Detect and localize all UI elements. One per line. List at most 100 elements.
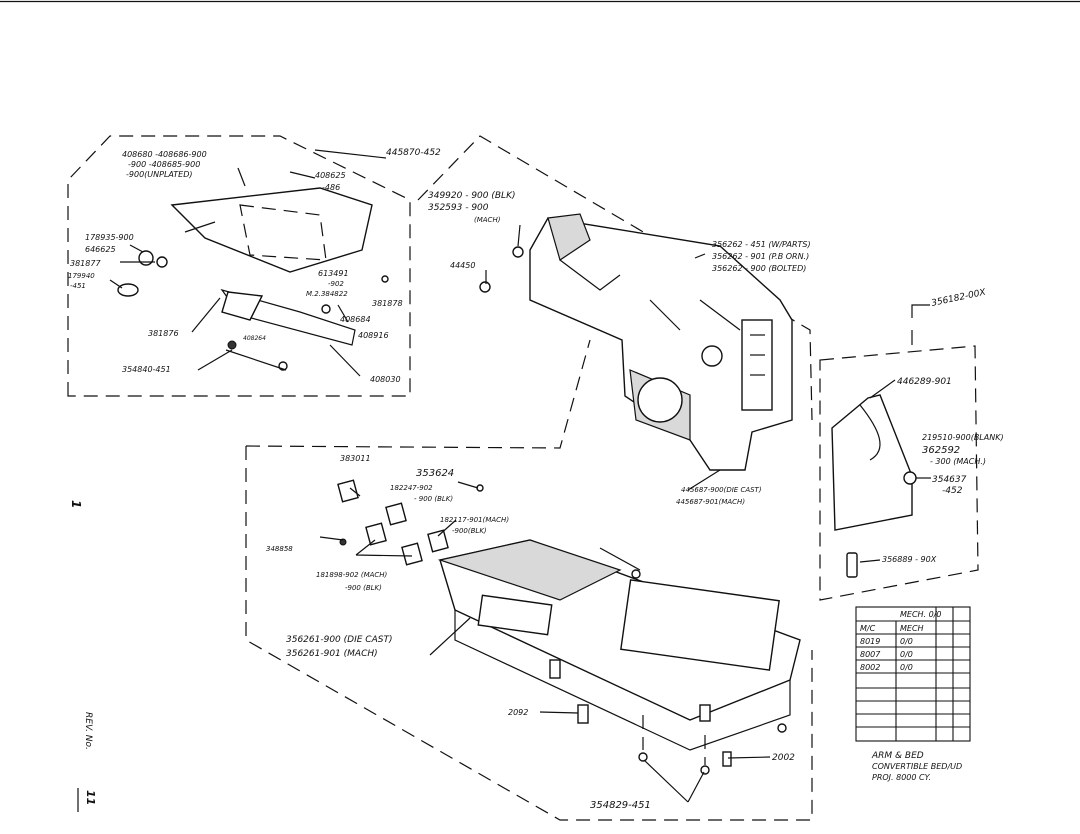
callout-354637: 354637 xyxy=(932,475,967,485)
callout-445687-901: 445687-901(MACH) xyxy=(676,498,745,506)
table-cell: 8002 xyxy=(860,663,880,672)
bed-assembly-boundary xyxy=(245,446,813,821)
callout-182117: 182117-901(MACH) xyxy=(440,516,509,524)
right-cover-boundary xyxy=(819,345,979,601)
callout-356262-451: 356262 - 451 (W/PARTS) xyxy=(712,240,811,249)
rev-label: REV. No. xyxy=(83,712,93,750)
callout-486: -486 xyxy=(322,183,340,192)
bracket-plate xyxy=(221,291,264,321)
callout-362592: 362592 xyxy=(922,445,960,456)
callout-356889: 356889 - 90X xyxy=(882,555,937,564)
callout-408684: 408684 xyxy=(340,315,371,324)
callout-179940: 179940 xyxy=(68,272,95,280)
callout-381877: 381877 xyxy=(70,259,101,268)
bed-top-connector xyxy=(245,339,591,449)
note-line-1: ARM & BED xyxy=(871,751,924,761)
callout-900-blk-b: -900(BLK) xyxy=(452,527,487,535)
top-cover-plate xyxy=(170,187,373,273)
arm-round-opening xyxy=(637,377,683,423)
note-line-3: PROJ. 8000 CY. xyxy=(872,773,931,782)
callout-408916: 408916 xyxy=(358,331,389,340)
top-left-assembly-boundary xyxy=(67,135,411,397)
callout-446289: 446289-901 xyxy=(897,377,952,387)
callout-356261-901: 356261-901 (MACH) xyxy=(286,649,378,659)
callout-356262-900: 356262 - 900 (BOLTED) xyxy=(712,264,806,273)
callout-452: -452 xyxy=(942,486,963,496)
latch-part xyxy=(117,283,139,297)
table-cell: 0/0 xyxy=(900,650,913,659)
callout-354829: 354829-451 xyxy=(590,800,651,811)
callout-300-mach: - 300 (MACH.) xyxy=(930,457,986,466)
foot-2092 xyxy=(577,704,589,724)
callout-445870: 445870-452 xyxy=(386,148,441,158)
bushing-parts xyxy=(337,479,641,579)
callout-353624: 353624 xyxy=(416,468,454,479)
drawing-note: ARM & BED CONVERTIBLE BED/UD PROJ. 8000 … xyxy=(871,751,962,782)
callout-352593: 352593 - 900 xyxy=(428,203,489,213)
callout-381876: 381876 xyxy=(148,329,179,338)
callout-408264: 408264 xyxy=(243,335,266,342)
table-cell: 0/0 xyxy=(900,637,913,646)
knob-part xyxy=(138,250,154,266)
callout-349920: 349920 - 900 (BLK) xyxy=(428,191,515,201)
callout-44450: 44450 xyxy=(450,261,475,270)
cover-clip xyxy=(846,552,858,578)
screw-2002 xyxy=(722,751,732,767)
callout-408625: 408625 xyxy=(315,171,346,180)
callout-178935: 178935-900 xyxy=(85,233,134,242)
callout-182247: 182247-902 xyxy=(390,484,433,492)
mech-table: MECH. 0/0 M/C MECH 8019 0/0 8007 0/0 800… xyxy=(855,606,971,742)
table-title: MECH. 0/0 xyxy=(900,610,942,619)
callout-900-blk-c: -900 (BLK) xyxy=(345,584,382,592)
arm-casting xyxy=(479,213,793,471)
callout-219510: 219510-900(BLANK) xyxy=(922,433,1004,442)
note-line-2: CONVERTIBLE BED/UD xyxy=(872,762,962,771)
callout-356182: 356182-00X xyxy=(931,287,988,308)
callout-unplated: -900(UNPLATED) xyxy=(126,170,193,179)
callout-646625: 646625 xyxy=(85,245,116,254)
callout-408030: 408030 xyxy=(370,375,401,384)
table-cell: 8007 xyxy=(860,650,881,659)
callout-613491: 613491 xyxy=(318,269,349,278)
page-number: 1 xyxy=(69,500,83,508)
callout-354840: 354840-451 xyxy=(122,365,171,374)
screw-348858 xyxy=(339,538,347,546)
leader-lines xyxy=(109,149,931,803)
callout-356262-901: 356262 - 901 (P.B ORN.) xyxy=(712,252,809,261)
callout-356261-900: 356261-900 (DIE CAST) xyxy=(286,635,392,645)
left-margin: 1 REV. No. 11 xyxy=(69,500,97,812)
callout-900-408685: -900 -408685-900 xyxy=(128,160,200,169)
washer-44450 xyxy=(479,281,491,293)
screw-1 xyxy=(227,340,237,350)
bushing-383011 xyxy=(337,479,359,503)
callout-m2-384822: M.2.384822 xyxy=(306,290,348,298)
callout-labels: 408680 -408686-900 -900 -408685-900 -900… xyxy=(68,148,1004,811)
callout-348858: 348858 xyxy=(266,545,293,553)
callout-2002: 2002 xyxy=(772,753,795,763)
callout-383011: 383011 xyxy=(340,454,371,463)
bed-opening xyxy=(620,579,780,671)
callout-902: -902 xyxy=(328,280,344,288)
bed-casting xyxy=(437,539,801,751)
callout-381878: 381878 xyxy=(372,299,403,308)
table-cell: 8019 xyxy=(860,637,880,646)
table-header-mech: MECH xyxy=(900,624,924,633)
callout-900-blk-a: - 900 (BLK) xyxy=(414,495,453,503)
bottom-screws xyxy=(638,715,787,775)
arm-boss xyxy=(701,345,723,367)
center-arm-boundary xyxy=(417,135,813,421)
callout-451: -451 xyxy=(70,282,86,290)
rev-number: 11 xyxy=(84,790,97,805)
side-cover-assembly xyxy=(831,394,917,578)
callout-181898: 181898-902 (MACH) xyxy=(316,571,388,579)
cover-screw xyxy=(903,471,917,485)
callout-mach: (MACH) xyxy=(474,216,501,224)
table-header-mc: M/C xyxy=(860,624,876,633)
top-cover-assembly xyxy=(117,187,389,371)
bed-top-front xyxy=(437,539,622,601)
top-cover-cutout xyxy=(239,204,327,261)
callout-408680: 408680 -408686-900 xyxy=(122,150,207,159)
arm-side-panel xyxy=(741,319,773,411)
callout-2092: 2092 xyxy=(508,708,528,717)
